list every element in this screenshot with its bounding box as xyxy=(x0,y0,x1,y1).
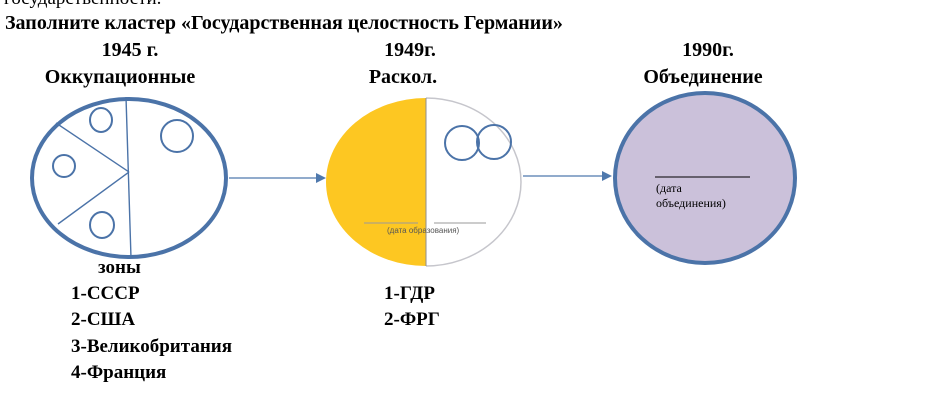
stage-1-year: 1945 г. xyxy=(101,39,159,61)
unification-caption-line1: (дата xyxy=(656,181,682,195)
state-item-1: 1-ГДР xyxy=(384,283,435,304)
arrow-1 xyxy=(229,173,326,183)
zone-item-3: 3-Великобритания xyxy=(71,336,232,357)
occupation-zones-circle xyxy=(30,96,228,259)
split-circle xyxy=(326,97,522,267)
stage-1-name: Оккупационные xyxy=(44,66,196,88)
unity-circle xyxy=(613,91,797,265)
stage-3-name: Объединение xyxy=(643,66,763,88)
formation-date-caption: (дата образования) xyxy=(387,226,460,235)
cut-off-text: государственности. xyxy=(4,0,161,10)
zone-circle-1 xyxy=(89,107,113,133)
stage-2-year: 1949г. xyxy=(384,39,436,61)
page-title: Заполните кластер «Государственная целос… xyxy=(5,12,563,34)
state-circle-2 xyxy=(476,124,512,160)
zones-heading: зоны xyxy=(98,257,141,278)
state-circle-1 xyxy=(444,125,480,161)
zone-circle-4 xyxy=(89,211,115,239)
zone-item-1: 1-СССР xyxy=(71,283,140,304)
zone-circle-2 xyxy=(160,119,194,153)
zone-item-2: 2-США xyxy=(71,309,136,330)
stage-2-name: Раскол. xyxy=(368,66,438,88)
state-item-2: 2-ФРГ xyxy=(384,309,440,330)
arrow-2 xyxy=(523,171,612,181)
unification-caption-line2: объединения) xyxy=(656,196,726,210)
zone-circle-3 xyxy=(52,154,76,178)
zone-item-4: 4-Франция xyxy=(71,362,167,383)
stage-3-year: 1990г. xyxy=(682,39,734,61)
